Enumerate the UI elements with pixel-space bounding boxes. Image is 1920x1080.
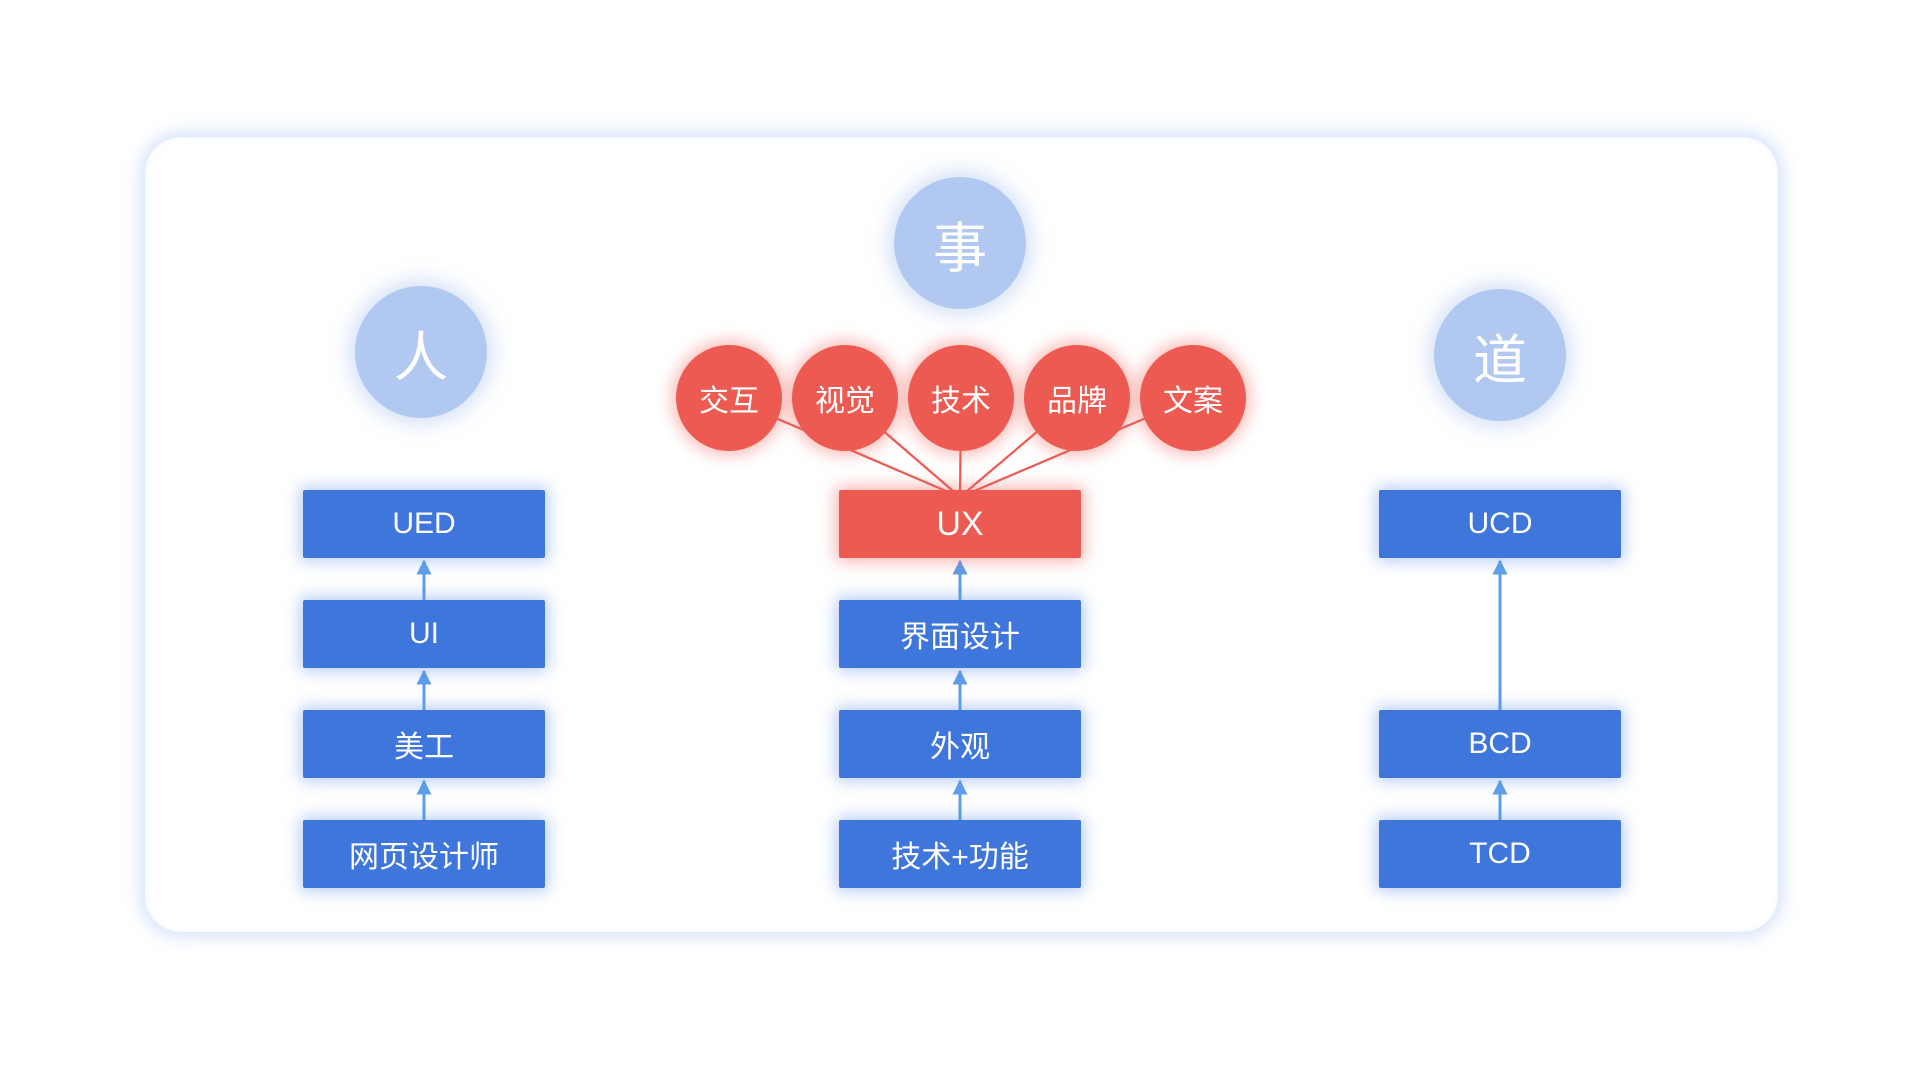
box-tcd: TCD — [1379, 820, 1621, 888]
box-label: 外观 — [930, 731, 990, 764]
box-label: UI — [409, 617, 439, 650]
factor-label: 技术 — [931, 385, 991, 418]
box-label: TCD — [1469, 837, 1531, 870]
factor-label: 视觉 — [815, 385, 875, 418]
concept-circle-matter: 事 — [894, 177, 1026, 309]
hub-box-ux: UX — [839, 490, 1081, 558]
concept-label-person: 人 — [394, 327, 448, 388]
box-tech-function: 技术+功能 — [839, 820, 1081, 888]
box-label: UED — [392, 507, 456, 540]
factor-label: 交互 — [699, 385, 759, 418]
concept-label-matter: 事 — [933, 218, 987, 279]
box-label: BCD — [1468, 727, 1532, 760]
factor-label: 文案 — [1163, 385, 1223, 418]
box-label: 技术+功能 — [891, 841, 1029, 874]
box-ued: UED — [303, 490, 545, 558]
factor-circle-visual: 视觉 — [792, 345, 898, 451]
box-interface-design: 界面设计 — [839, 600, 1081, 668]
concept-circle-person: 人 — [355, 286, 487, 418]
box-ucd: UCD — [1379, 490, 1621, 558]
hub-label: UX — [936, 504, 984, 543]
box-appearance: 外观 — [839, 710, 1081, 778]
box-ui: UI — [303, 600, 545, 668]
box-label: 网页设计师 — [349, 841, 499, 874]
box-art-worker: 美工 — [303, 710, 545, 778]
factor-circle-copywriting: 文案 — [1140, 345, 1246, 451]
factor-circle-interaction: 交互 — [676, 345, 782, 451]
box-label: 美工 — [394, 731, 454, 764]
box-web-designer: 网页设计师 — [303, 820, 545, 888]
factor-circle-technology: 技术 — [908, 345, 1014, 451]
concept-label-way: 道 — [1473, 330, 1527, 391]
factor-label: 品牌 — [1047, 385, 1107, 418]
box-label: 界面设计 — [900, 621, 1020, 654]
box-label: UCD — [1467, 507, 1533, 540]
concept-circle-way: 道 — [1434, 289, 1566, 421]
factor-circle-brand: 品牌 — [1024, 345, 1130, 451]
box-bcd: BCD — [1379, 710, 1621, 778]
